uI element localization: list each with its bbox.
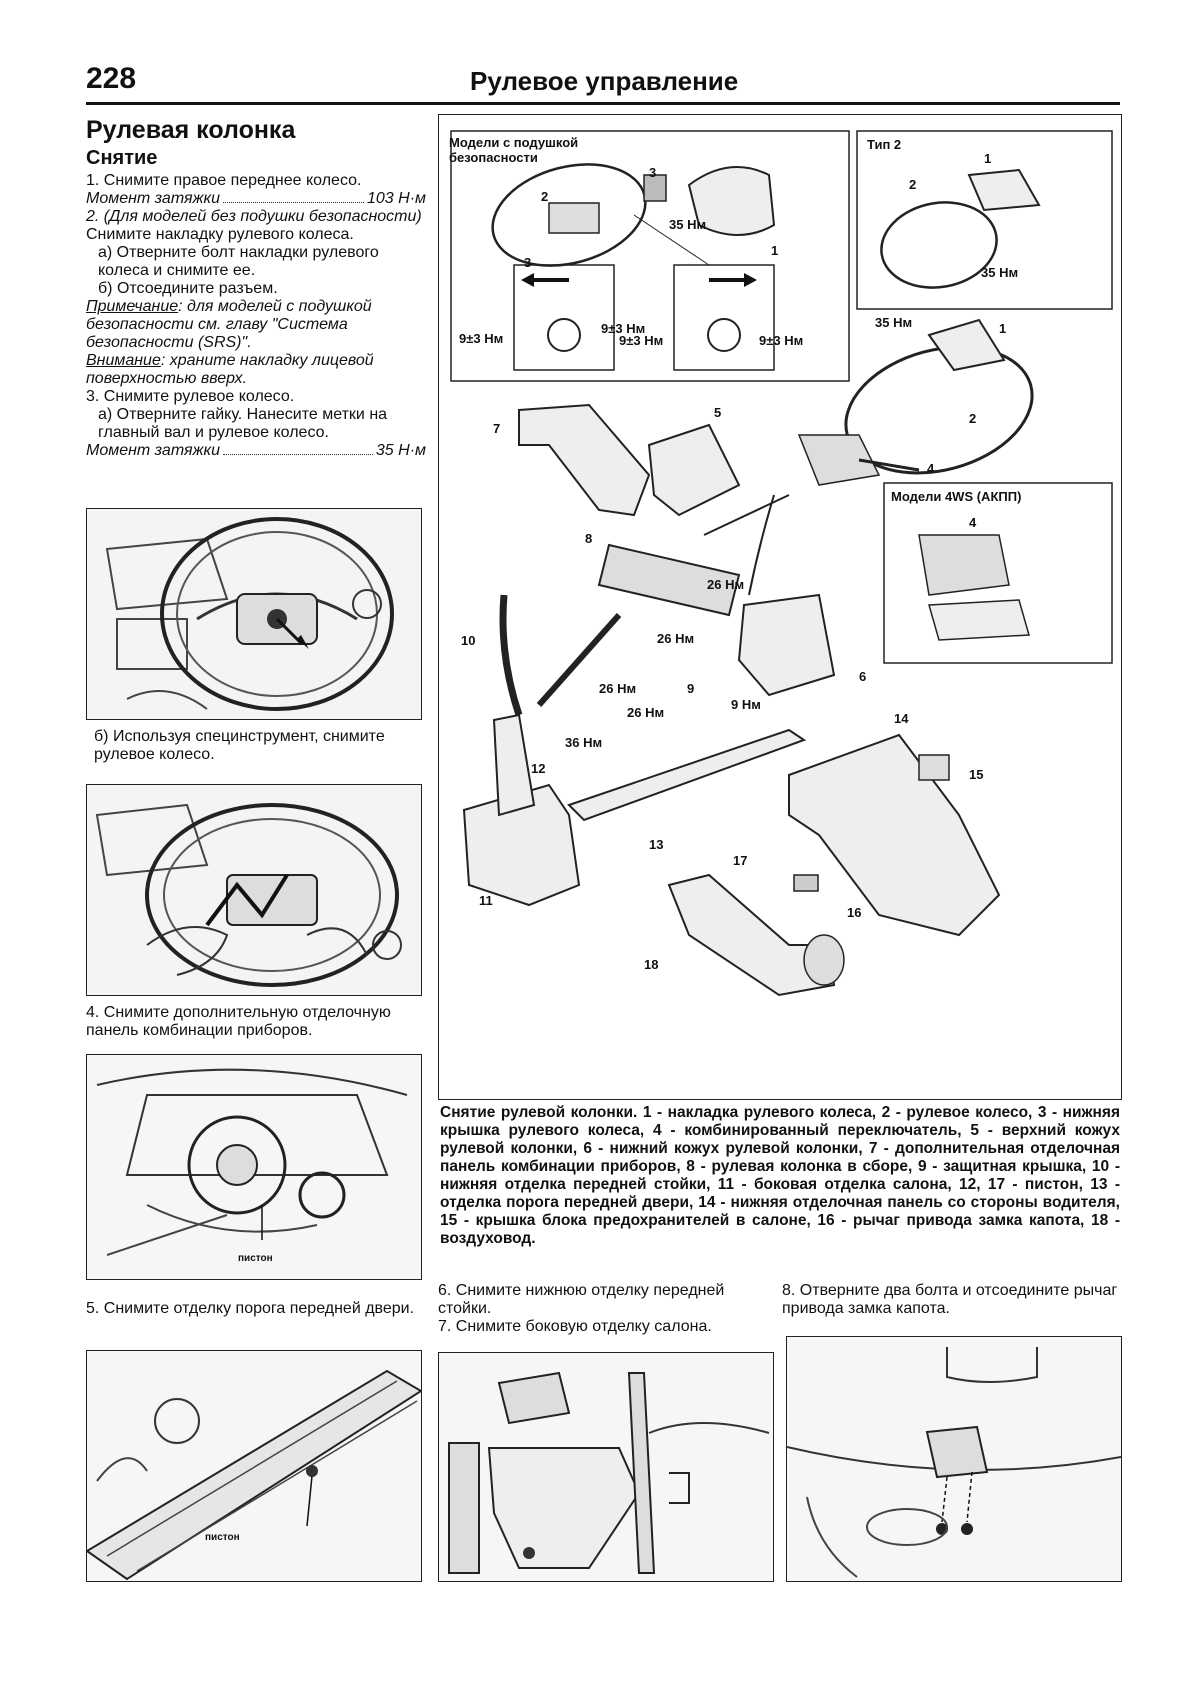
torque-35-a: 35 Нм — [669, 217, 707, 232]
caption-step-8: 8. Отверните два болта и отсоедините рыч… — [782, 1282, 1118, 1317]
step-2a: 2. (Для моделей без подушки безопасности… — [86, 208, 422, 225]
caption-step-6: 6. Снимите нижнюю отделку передней стойк… — [438, 1282, 725, 1317]
section-title: Рулевая колонка — [86, 116, 296, 144]
torque-93-d: 9±3 Нм — [759, 333, 804, 348]
num-16: 16 — [847, 905, 862, 920]
page-number: 228 — [86, 62, 137, 95]
num-1b: 1 — [984, 151, 992, 166]
door-sill-illustration — [87, 1351, 421, 1581]
photo-door-sill — [86, 1350, 422, 1582]
attention: Внимание: храните накладку лицевой повер… — [86, 352, 374, 387]
left-column: Рулевая колонка Снятие 1. Снимите правое… — [86, 112, 426, 460]
num-6: 6 — [859, 669, 867, 684]
steering-column-exploded-view — [450, 130, 1113, 997]
photo-hood-release — [786, 1336, 1122, 1582]
num-2b: 2 — [909, 177, 917, 192]
instrument-panel-illustration — [87, 1055, 421, 1279]
num-9: 9 — [687, 681, 695, 696]
torque-35-c: 35 Нм — [875, 315, 913, 330]
num-2: 2 — [541, 189, 549, 204]
num-2c: 2 — [969, 411, 977, 426]
torque-26-c: 26 Нм — [599, 681, 637, 696]
note: Примечание: для моделей с подушкой безоп… — [86, 298, 372, 351]
exploded-diagram: Модели с подушкой безопасности Тип 2 Мод… — [438, 114, 1122, 1100]
num-15: 15 — [969, 767, 984, 782]
num-1: 1 — [771, 243, 779, 258]
step-2d: б) Отсоедините разъем. — [98, 280, 278, 297]
hood-release-illustration — [787, 1337, 1121, 1581]
photo-steering-puller — [86, 784, 422, 996]
header-rule — [86, 102, 1120, 105]
num-1c: 1 — [999, 321, 1007, 336]
sub-title: Снятие — [86, 147, 158, 169]
photo4-label: пистон — [205, 1532, 240, 1543]
step-1: 1. Снимите правое переднее колесо. — [86, 172, 362, 189]
torque-9: 9 Нм — [731, 697, 761, 712]
num-4: 4 — [927, 461, 935, 476]
num-13: 13 — [649, 837, 664, 852]
torque-93-b: 9±3 Нм — [601, 321, 646, 336]
caption-step-5: 5. Снимите отделку порога передней двери… — [86, 1300, 415, 1317]
step-3: 3. Снимите рулевое колесо. — [86, 388, 295, 405]
torque-93-c: 9±3 Нм — [619, 333, 664, 348]
num-5: 5 — [714, 405, 722, 420]
torque-35-b: 35 Нм — [981, 265, 1019, 280]
side-trim-illustration — [439, 1353, 773, 1581]
step-2b: Снимите накладку рулевого колеса. — [86, 226, 354, 243]
inset1-title: Модели с подушкой безопасности — [449, 135, 579, 165]
num-7: 7 — [493, 421, 501, 436]
inset3-title: Модели 4WS (АКПП) — [891, 489, 1022, 504]
num-3: 3 — [649, 165, 657, 180]
step-2c: а) Отверните болт накладки рулевого коле… — [98, 244, 379, 279]
torque-26-b: 26 Нм — [657, 631, 695, 646]
photo-steering-nut — [86, 508, 422, 720]
caption-step-4: 4. Снимите дополнительную отделочную пан… — [86, 1004, 391, 1039]
num-12: 12 — [531, 761, 546, 776]
steering-wheel-illustration-2 — [87, 785, 421, 995]
photo3-label: пистон — [238, 1253, 273, 1264]
caption-b: б) Используя специнструмент, снимите рул… — [94, 728, 385, 763]
num-8: 8 — [585, 531, 593, 546]
photo-instrument-panel — [86, 1054, 422, 1280]
torque-93-a: 9±3 Нм — [459, 331, 504, 346]
num-14: 14 — [894, 711, 909, 726]
torque-36: 36 Нм — [565, 735, 603, 750]
num-10: 10 — [461, 633, 476, 648]
photo-side-trim — [438, 1352, 774, 1582]
caption-step-7: 7. Снимите боковую отделку салона. — [438, 1318, 712, 1335]
steering-wheel-illustration-1 — [87, 509, 421, 719]
num-18: 18 — [644, 957, 659, 972]
num-17: 17 — [733, 853, 748, 868]
num-11: 11 — [479, 893, 493, 908]
inset2-title: Тип 2 — [867, 137, 902, 152]
page-title: Рулевое управление — [470, 66, 739, 96]
torque-26-a: 26 Нм — [707, 577, 745, 592]
torque-26-d: 26 Нм — [627, 705, 665, 720]
num-3b: 3 — [524, 255, 532, 270]
figure-caption: Снятие рулевой колонки. 1 - накладка рул… — [440, 1104, 1120, 1247]
step-3a: а) Отверните гайку. Нанесите метки на гл… — [98, 406, 388, 441]
num-4b: 4 — [969, 515, 977, 530]
